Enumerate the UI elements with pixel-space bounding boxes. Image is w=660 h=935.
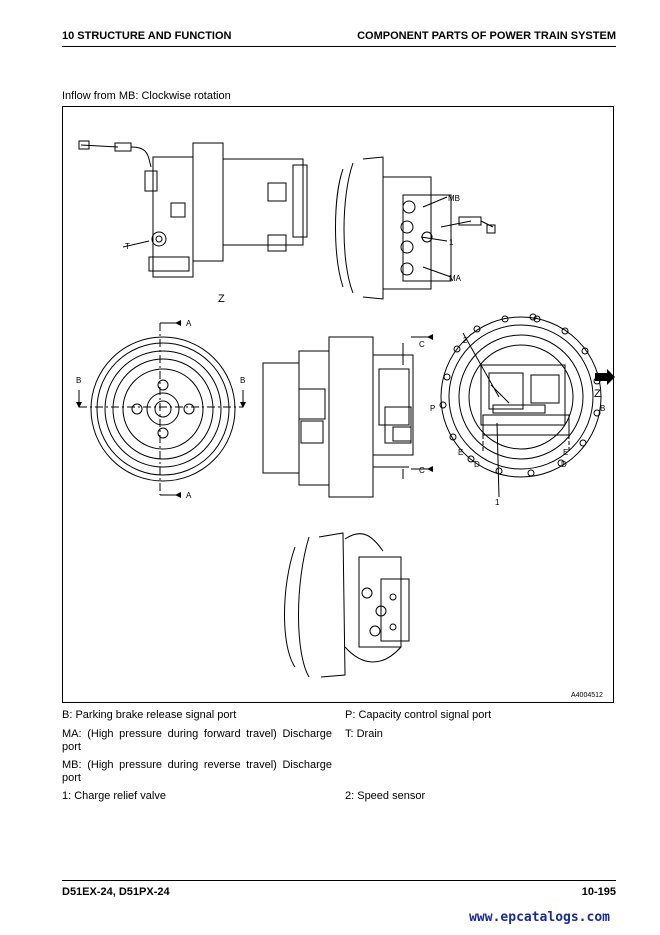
figure-intro: Inflow from MB: Clockwise rotation bbox=[62, 90, 231, 102]
section-title: 10 STRUCTURE AND FUNCTION bbox=[62, 30, 232, 42]
page-footer: D51EX-24, D51PX-24 10-195 bbox=[62, 880, 616, 901]
callout-arrows bbox=[76, 320, 615, 498]
label-b-left: B bbox=[76, 376, 81, 385]
label-c-bottom: C bbox=[419, 466, 425, 475]
label-mb: MB bbox=[448, 194, 460, 203]
side-view-center bbox=[262, 336, 433, 498]
legend-item-1: 1: Charge relief valve bbox=[62, 790, 166, 802]
side-view-top-left bbox=[78, 140, 308, 278]
legend-item-t: T: Drain bbox=[345, 728, 383, 740]
label-z-end: Z bbox=[594, 388, 601, 400]
flange-view-left bbox=[78, 322, 244, 496]
label-a-top: A bbox=[186, 319, 192, 328]
label-a-bottom: A bbox=[186, 491, 192, 500]
label-p: P bbox=[430, 404, 435, 413]
legend-item-b: B: Parking brake release signal port bbox=[62, 709, 237, 721]
page-header: 10 STRUCTURE AND FUNCTION COMPONENT PART… bbox=[62, 28, 616, 47]
label-b-right: B bbox=[240, 376, 245, 385]
label-b-end: B bbox=[600, 404, 605, 413]
label-2: 2 bbox=[463, 336, 468, 345]
technical-drawing: T Z MB 1 MA A A B B C C P 2 B Z E D E D … bbox=[62, 106, 615, 703]
end-view-right bbox=[439, 313, 602, 498]
label-z: Z bbox=[218, 293, 225, 305]
page-title: COMPONENT PARTS OF POWER TRAIN SYSTEM bbox=[357, 30, 616, 42]
label-1-end: 1 bbox=[495, 498, 500, 507]
label-e-right: E bbox=[563, 448, 568, 457]
legend-item-p: P: Capacity control signal port bbox=[345, 709, 492, 721]
drawing-canvas: T Z MB 1 MA A A B B C C P 2 B Z E D E D … bbox=[76, 140, 615, 699]
model-name: D51EX-24, D51PX-24 bbox=[62, 886, 170, 898]
label-ma: MA bbox=[449, 274, 462, 283]
label-c-top: C bbox=[419, 340, 425, 349]
label-t: T bbox=[125, 242, 130, 251]
page-number: 10-195 bbox=[581, 886, 616, 898]
label-d-right: D bbox=[561, 460, 567, 469]
watermark-link[interactable]: www.epcatalogs.com bbox=[469, 910, 610, 925]
perspective-view-top-right bbox=[335, 156, 496, 300]
perspective-view-bottom bbox=[284, 532, 410, 678]
legend-item-mb: MB: (High pressure during reverse travel… bbox=[62, 759, 332, 784]
figure-code: A4004512 bbox=[571, 692, 603, 699]
label-1-top: 1 bbox=[449, 238, 454, 247]
legend-item-2: 2: Speed sensor bbox=[345, 790, 426, 802]
label-e-left: E bbox=[458, 448, 463, 457]
legend-item-ma: MA: (High pressure during forward travel… bbox=[62, 728, 332, 753]
label-d-left: D bbox=[474, 460, 480, 469]
